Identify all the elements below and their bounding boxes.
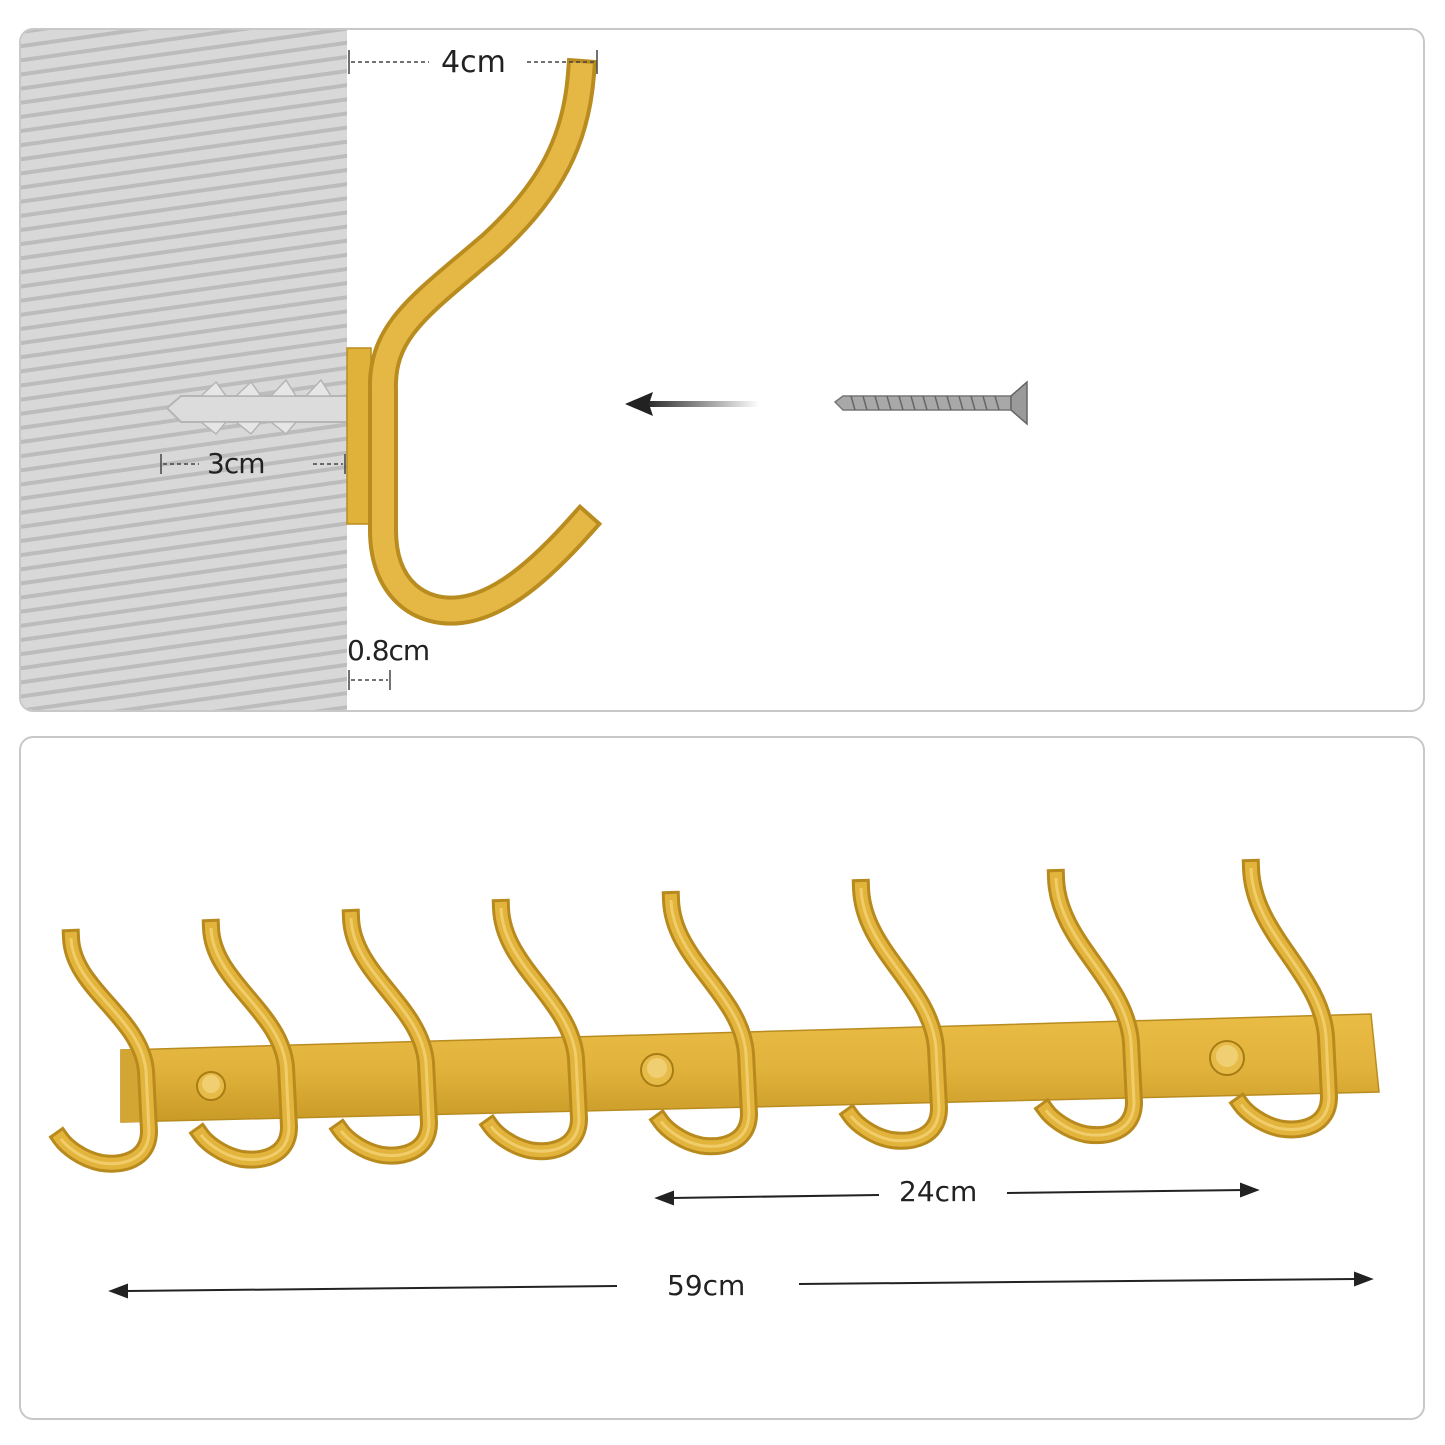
hook-3: [328, 908, 439, 1165]
anchor-length-label: 3cm: [207, 447, 265, 480]
rail-screw-cap-middle: [640, 1053, 674, 1087]
hook-depth-label: 4cm: [441, 45, 506, 80]
dim-line-3cm: [160, 454, 346, 474]
dim-line-4cm: [348, 50, 598, 74]
mounting-plate: [346, 347, 372, 525]
plate-thickness-label: 0.8cm: [347, 634, 430, 667]
hook-6: [838, 878, 949, 1150]
front-view-panel: 24cm 59cm: [19, 736, 1425, 1420]
direction-arrow: [625, 392, 759, 416]
hooks-group: [48, 858, 1339, 1173]
rail-screw-cap-left: [196, 1071, 226, 1101]
screw: [833, 380, 1028, 426]
side-view-panel: 4cm 3cm 0.8cm: [19, 28, 1425, 712]
total-length-label: 59cm: [667, 1269, 746, 1302]
hook-8: [1228, 858, 1339, 1139]
total-length-arrow: [108, 1271, 1374, 1299]
hook-7: [1033, 868, 1144, 1144]
dim-line-0-8cm: [348, 670, 391, 690]
hook-spacing-label: 24cm: [899, 1175, 978, 1208]
hook-2: [188, 918, 299, 1169]
wall: [21, 30, 347, 710]
hook-4: [478, 898, 589, 1161]
spacing-arrow: [654, 1182, 1260, 1206]
hook-profile: [367, 57, 603, 626]
hook-1: [48, 928, 159, 1173]
rack-illustration: [48, 858, 1380, 1299]
rail-screw-cap-right: [1209, 1040, 1245, 1076]
side-view-illustration: [21, 30, 1028, 710]
hook-5: [648, 890, 759, 1156]
